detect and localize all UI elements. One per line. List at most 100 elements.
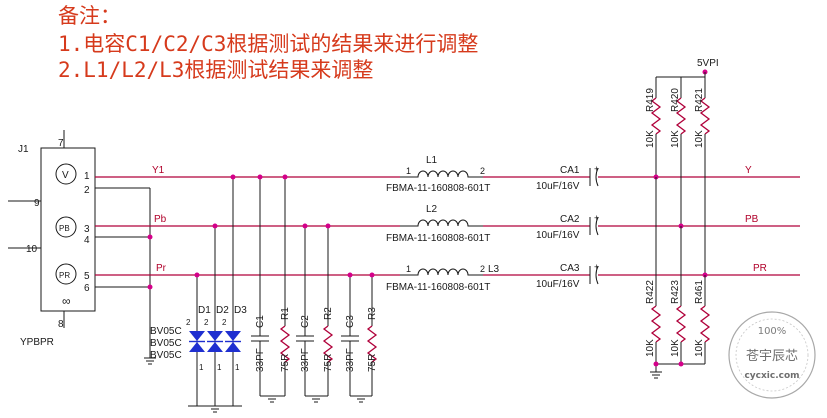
- res-r1-ref: R1: [280, 307, 291, 320]
- diode-d2-pin2: 2: [204, 318, 209, 327]
- cap-c3-ref: C3: [345, 315, 356, 328]
- res-r1-value: 75R: [280, 354, 291, 372]
- res-r421-value: 10K: [694, 130, 705, 148]
- diode-d3-pin1: 1: [235, 363, 240, 372]
- jack-pb-icon: [55, 216, 77, 238]
- net-pr-out-label: PR: [753, 263, 767, 274]
- diode-d3-pin2: 2: [222, 318, 227, 327]
- diode-d1-ref: D1: [198, 305, 211, 316]
- diode-d2-pin1: 1: [217, 363, 222, 372]
- pulldown-network: R422 R423 R461 10K 10K 10K: [645, 177, 710, 379]
- connector-body: [40, 147, 96, 312]
- note-line-2: 2.L1/L2/L3根据测试结果来调整: [58, 58, 374, 82]
- coupling-cap-ca3: + CA3 10uF/16V: [536, 262, 599, 290]
- res-r2-ref: R2: [323, 307, 334, 320]
- diode-d3-icon: [225, 331, 241, 352]
- inductor-l3-part: FBMA-11-160808-601T: [386, 282, 490, 293]
- inductor-l1-part: FBMA-11-160808-601T: [386, 183, 490, 194]
- res-r420-ref: R420: [670, 88, 681, 112]
- diode-d1-pin2: 2: [186, 318, 191, 327]
- watermark-top: 100%: [758, 326, 787, 337]
- ca2-value: 10uF/16V: [536, 230, 580, 241]
- res-r419-value: 10K: [645, 130, 656, 148]
- connector-ground-wires: [95, 187, 157, 365]
- jack-v-label: V: [62, 170, 69, 181]
- signal-line-pb: Pb PB: [95, 214, 800, 227]
- inductor-l2-part: FBMA-11-160808-601T: [386, 233, 490, 244]
- connector-name: YPBPR: [20, 337, 54, 348]
- pin-2-label: 2: [84, 185, 90, 196]
- shunt-pair-pb: C2 33PF R2 75R: [296, 223, 334, 403]
- ca3-plus: +: [594, 262, 599, 272]
- tvs-diodes: D1 D2 D3 BV05C BV05C BV05C 2 2 2 1 1 1: [150, 174, 247, 413]
- connector-j1: J1 7 8 YPBPR V PB PR ∞ 1 2 3 4 5 6 9 10: [8, 130, 96, 348]
- signal-line-y: Y1 Y: [95, 165, 800, 178]
- connector-ref: J1: [18, 144, 29, 155]
- pin-7-label: 7: [58, 138, 64, 149]
- power-net-label: 5VPI: [697, 58, 719, 69]
- inductor-l1-ref: L1: [426, 155, 438, 166]
- svg-text:∞: ∞: [62, 294, 71, 308]
- shunt-pair-pr: C3 33PF R3 75R: [341, 272, 378, 403]
- ca1-plus: +: [594, 164, 599, 174]
- watermark-site: cycxic.com: [744, 371, 799, 381]
- res-r461-value: 10K: [694, 339, 705, 357]
- diode-d1-icon: [189, 331, 205, 352]
- shunt-pair-y: C1 33PF R1 75R: [251, 174, 291, 403]
- diode-d2-ref: D2: [216, 305, 229, 316]
- inductor-l3-ref: L3: [488, 264, 500, 275]
- res-r421-ref: R421: [694, 88, 705, 112]
- res-r419-ref: R419: [645, 88, 656, 112]
- pin-6-label: 6: [84, 283, 90, 294]
- coupling-cap-ca2: + CA2 10uF/16V: [536, 213, 599, 241]
- pin-9-label: 9: [34, 198, 40, 209]
- cap-c2-value: 33PF: [300, 348, 311, 372]
- pin-8-label: 8: [58, 319, 64, 330]
- inductor-l3-pin2: 2: [480, 264, 485, 274]
- diode-d1-part: BV05C: [150, 326, 182, 337]
- ca3-value: 10uF/16V: [536, 279, 580, 290]
- pin-5-label: 5: [84, 271, 90, 282]
- res-r2-value: 75R: [323, 354, 334, 372]
- jack-pr-label: PR: [59, 271, 70, 280]
- res-r420-value: 10K: [670, 130, 681, 148]
- inductor-l1-pin1: 1: [406, 166, 411, 176]
- watermark-name: 苍宇辰芯: [746, 349, 798, 364]
- ca2-plus: +: [594, 213, 599, 223]
- pin-1-label: 1: [84, 171, 90, 182]
- res-r461-ref: R461: [694, 280, 705, 304]
- note-title: 备注：: [58, 4, 121, 28]
- ca2-ref: CA2: [560, 214, 580, 225]
- ca1-ref: CA1: [560, 165, 580, 176]
- diode-d1-pin1: 1: [199, 363, 204, 372]
- ca1-value: 10uF/16V: [536, 181, 580, 192]
- net-pr-in-label: Pr: [156, 263, 167, 274]
- net-pb-out-label: PB: [745, 214, 759, 225]
- cap-c1-value: 33PF: [255, 348, 266, 372]
- res-r3-ref: R3: [367, 307, 378, 320]
- diode-d2-icon: [207, 331, 223, 352]
- jack-pb-label: PB: [59, 224, 70, 233]
- coupling-cap-ca1: + CA1 10uF/16V: [536, 164, 599, 192]
- note-line-1: 1.电容C1/C2/C3根据测试的结果来进行调整: [58, 32, 479, 56]
- inductor-l3: L3 1 2 FBMA-11-160808-601T: [386, 264, 500, 293]
- ca3-ref: CA3: [560, 263, 580, 274]
- jack-pr-icon: [55, 263, 77, 285]
- inductor-l1-pin2: 2: [480, 166, 485, 176]
- res-r423-value: 10K: [670, 339, 681, 357]
- inductor-l2: L2 FBMA-11-160808-601T: [386, 204, 490, 244]
- net-pb-in-label: Pb: [154, 214, 167, 225]
- cap-c3-value: 33PF: [345, 348, 356, 372]
- res-r3-value: 75R: [367, 354, 378, 372]
- inductor-l1: L1 1 2 FBMA-11-160808-601T: [386, 155, 490, 194]
- inductor-l3-pin1: 1: [406, 264, 411, 274]
- cap-c2-ref: C2: [300, 315, 311, 328]
- pin-3-label: 3: [84, 224, 90, 235]
- net-y-label: Y: [745, 165, 752, 176]
- diode-d2-part: BV05C: [150, 338, 182, 349]
- res-r422-value: 10K: [645, 339, 656, 357]
- inductor-l2-ref: L2: [426, 204, 438, 215]
- net-y1-label: Y1: [152, 165, 165, 176]
